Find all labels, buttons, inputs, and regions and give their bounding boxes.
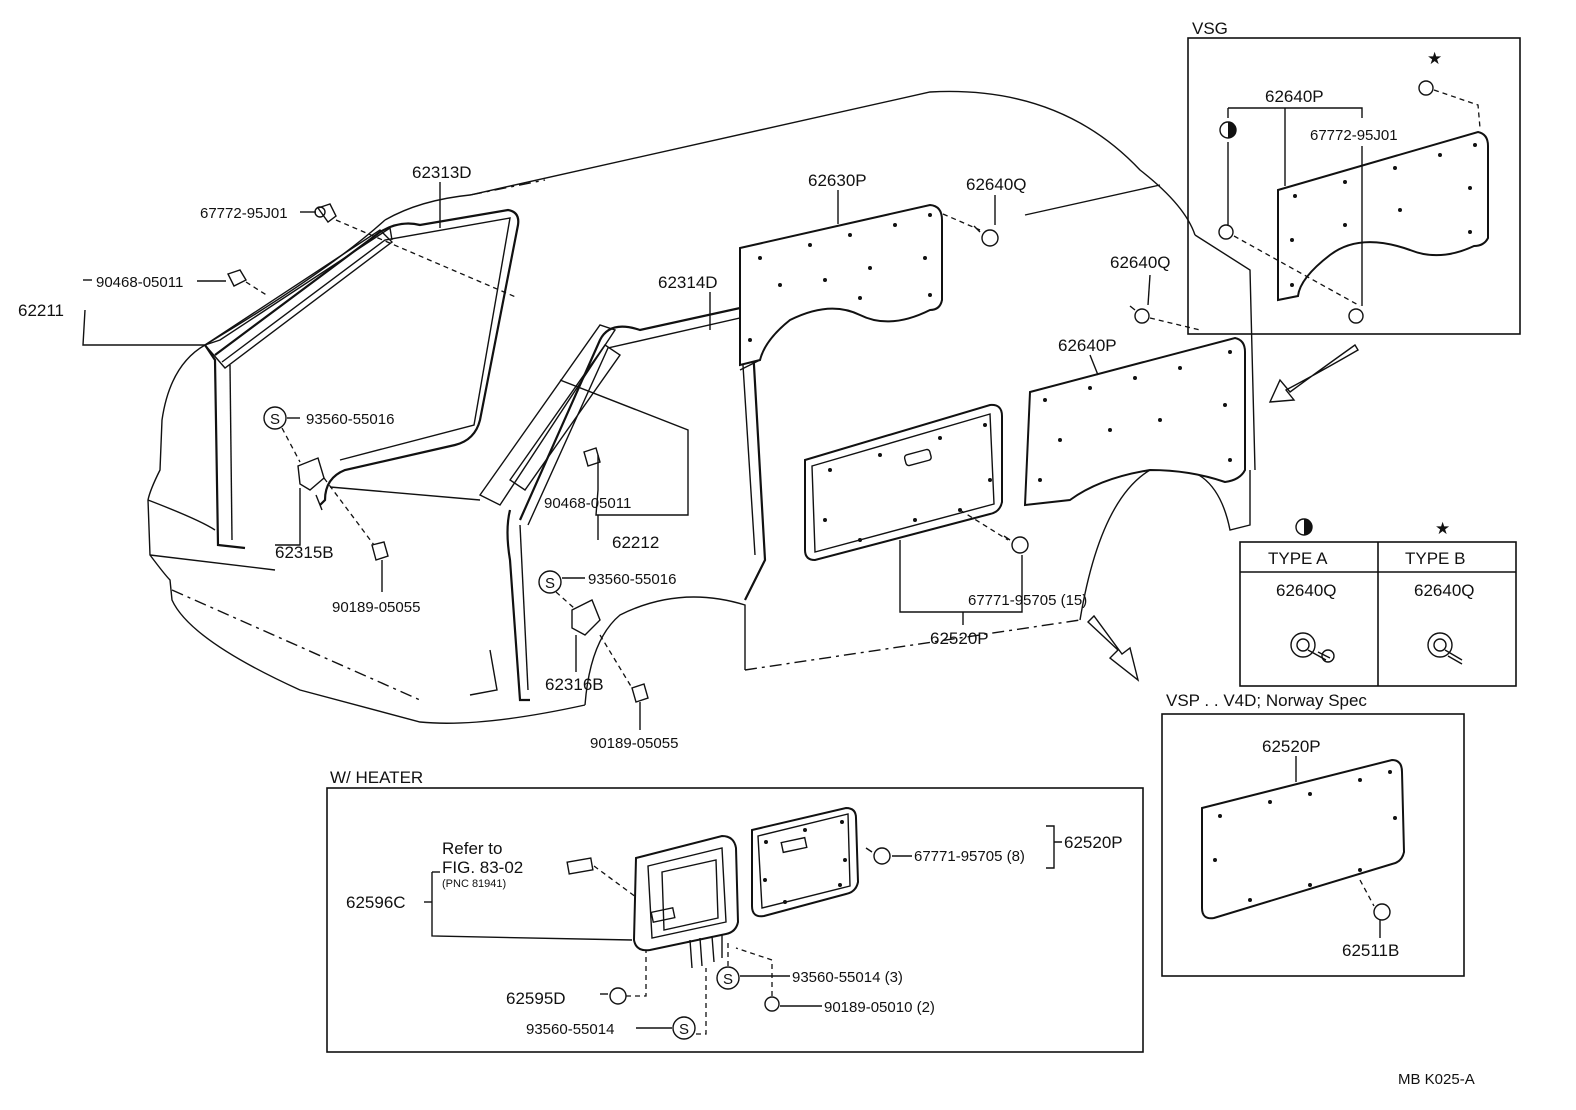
vsp-title: VSP . . V4D; Norway Spec [1166, 691, 1367, 710]
label-62314D: 62314D [658, 273, 718, 292]
screw-90189-05010 [764, 996, 822, 1012]
screw-67771-95705 [1003, 535, 1029, 554]
label-62211: 62211 [18, 301, 64, 320]
arrow-icon-vsg [1268, 343, 1359, 403]
pillar-62212 [478, 324, 621, 506]
clip-half-inset [1218, 224, 1234, 240]
label-90468-05011-a: 90468-05011 [96, 274, 183, 291]
weatherstrip-62313D [204, 208, 520, 506]
heater-cover-62520P [751, 806, 860, 918]
clip-inset-bottom [1348, 308, 1364, 324]
label-62315B: 62315B [275, 543, 334, 562]
clip-90189-05055-a [371, 541, 389, 561]
label-62630P: 62630P [808, 171, 867, 190]
clip-type-a-drawing [1290, 632, 1335, 663]
svg-text:S: S [723, 971, 733, 988]
heater-label-62596C: 62596C [346, 893, 406, 912]
heater-label-67771-95705-8: 67771-95705 (8) [914, 848, 1025, 865]
heater-box [326, 787, 1144, 1053]
label-62640P: 62640P [1058, 336, 1117, 355]
label-90468-05011-b: 90468-05011 [544, 495, 631, 512]
label-67771-95705-15: 67771-95705 (15) [968, 592, 1087, 609]
s-mark-icon-b: S [538, 570, 562, 594]
bracket-62315B [297, 457, 325, 511]
label-62313D: 62313D [412, 163, 472, 182]
s-mark-icon-d: S [672, 1016, 696, 1040]
s-mark-icon-a: S [263, 406, 287, 430]
type-table: ★ TYPE A TYPE B 62640Q 62640Q [1239, 518, 1517, 687]
heater-title: W/ HEATER [330, 768, 423, 787]
heater-label-93560-55014-3: 93560-55014 (3) [792, 969, 903, 986]
clip-62511B [1373, 903, 1391, 921]
heater-fig: FIG. 83-02 [442, 858, 523, 877]
clip-90468-05011-b [583, 447, 601, 467]
label-67772-95J01: 67772-95J01 [200, 205, 288, 222]
clip-67772-95J01 [314, 203, 337, 223]
clip-90468-05011-a [227, 269, 247, 287]
label-62640Q-a: 62640Q [966, 175, 1027, 194]
screw-62595D [600, 987, 627, 1005]
s-mark-icon-c: S [716, 966, 740, 990]
type-a-part: 62640Q [1276, 581, 1337, 600]
heater-label-90189-05010-2: 90189-05010 (2) [824, 999, 935, 1016]
vsp-inset: VSP . . V4D; Norway Spec 62520P 62511B [1161, 691, 1465, 977]
heater-label-93560-55014: 93560-55014 [526, 1021, 614, 1038]
heater-label-62595D: 62595D [506, 989, 566, 1008]
label-93560-55016-b: 93560-55016 [588, 571, 676, 588]
svg-text:S: S [679, 1021, 689, 1038]
panel-62520P [804, 403, 1003, 562]
bracket-62316B [571, 599, 601, 636]
heater-label-62520P: 62520P [1064, 833, 1123, 852]
heater-inset: W/ HEATER Refer to FIG. 83-02 (PNC 81941… [326, 768, 1144, 1053]
star-icon: ★ [1427, 49, 1442, 68]
leader-lines [82, 182, 1201, 730]
heater-refer-to: Refer to [442, 839, 502, 858]
type-b-part: 62640Q [1414, 581, 1475, 600]
label-62640Q-b: 62640Q [1110, 253, 1171, 272]
vsg-label-62640P: 62640P [1265, 87, 1324, 106]
vsg-title: VSG [1192, 19, 1228, 38]
label-62520P: 62520P [930, 629, 989, 648]
vsg-box [1187, 37, 1521, 335]
vsp-label-62520P: 62520P [1262, 737, 1321, 756]
clip-star-inset [1418, 80, 1434, 96]
label-90189-05055-b: 90189-05055 [590, 735, 678, 752]
clip-67771-95705-8 [865, 847, 891, 865]
label-93560-55016-a: 93560-55016 [306, 411, 394, 428]
star-icon-type-b: ★ [1435, 519, 1450, 538]
vsp-box [1161, 713, 1465, 977]
screw-62640Q-b [1129, 305, 1150, 324]
type-a-label: TYPE A [1268, 549, 1328, 568]
panel-62630P [739, 203, 943, 367]
diagram-code: MB K025-A [1398, 1071, 1475, 1088]
clip-type-b-drawing [1427, 632, 1463, 665]
panel-62640P [1023, 336, 1246, 507]
heater-pnc: (PNC 81941) [442, 878, 506, 890]
clip-90189-05055-b [631, 683, 649, 703]
vsg-label-67772-95J01: 67772-95J01 [1310, 127, 1398, 144]
label-62212: 62212 [612, 533, 659, 552]
heater-tray-62596C [632, 834, 740, 969]
pillar-62211 [203, 229, 394, 550]
refer-part [566, 857, 594, 875]
svg-text:S: S [270, 411, 280, 428]
main-labels: 62313D 67772-95J01 90468-05011 62211 935… [18, 163, 1171, 752]
arrow-icon-vsp [1086, 614, 1140, 682]
label-62316B: 62316B [545, 675, 604, 694]
svg-text:S: S [545, 575, 555, 592]
type-b-label: TYPE B [1405, 549, 1465, 568]
half-circle-icon [1219, 121, 1237, 139]
half-circle-icon-type-a [1295, 518, 1313, 536]
vsp-label-62511B: 62511B [1342, 941, 1399, 960]
label-90189-05055-a: 90189-05055 [332, 599, 420, 616]
vsg-inset: VSG 62640P 67772-95J01 ★ [1187, 19, 1521, 335]
